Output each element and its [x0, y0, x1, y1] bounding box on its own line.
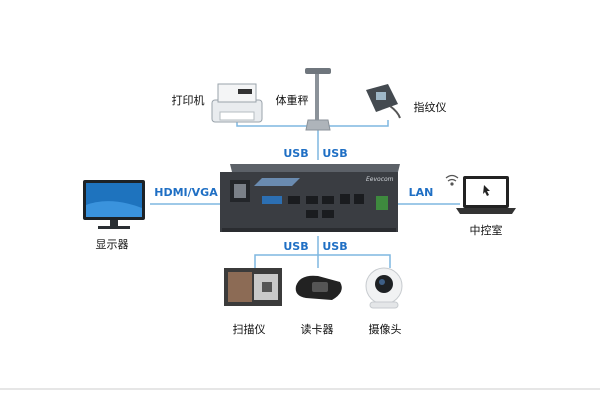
bottom-divider: [0, 388, 600, 390]
label-usb-top-left: USB: [283, 147, 309, 160]
label-scanner: 扫描仪: [232, 323, 266, 336]
label-usb-top-right: USB: [322, 147, 348, 160]
label-card-reader: 读卡器: [300, 323, 334, 336]
label-printer: 打印机: [171, 94, 205, 107]
main-controller-box: [220, 164, 400, 232]
bottom-branch-line: [254, 254, 391, 268]
label-usb-bottom-left: USB: [283, 240, 309, 253]
laptop-icon: [456, 176, 516, 214]
weight-scale-icon: [305, 68, 331, 131]
label-hdmi-vga: HDMI/VGA: [154, 186, 218, 199]
label-usb-bottom-right: USB: [322, 240, 348, 253]
display-monitor-icon: [83, 180, 145, 229]
brand-label: Eevocom: [366, 176, 394, 183]
label-fingerprint: 指纹仪: [413, 101, 447, 114]
scanner-icon: [224, 268, 282, 306]
printer-icon: [211, 83, 263, 123]
label-camera: 摄像头: [368, 323, 402, 336]
label-control-room: 中控室: [469, 224, 503, 237]
label-display: 显示器: [95, 238, 129, 251]
fingerprint-reader-icon: [366, 84, 401, 119]
wireless-icon: [445, 174, 459, 186]
label-lan: LAN: [408, 186, 434, 199]
camera-icon: [365, 267, 403, 309]
label-scale: 体重秤: [275, 94, 309, 107]
card-reader-icon: [295, 275, 342, 300]
